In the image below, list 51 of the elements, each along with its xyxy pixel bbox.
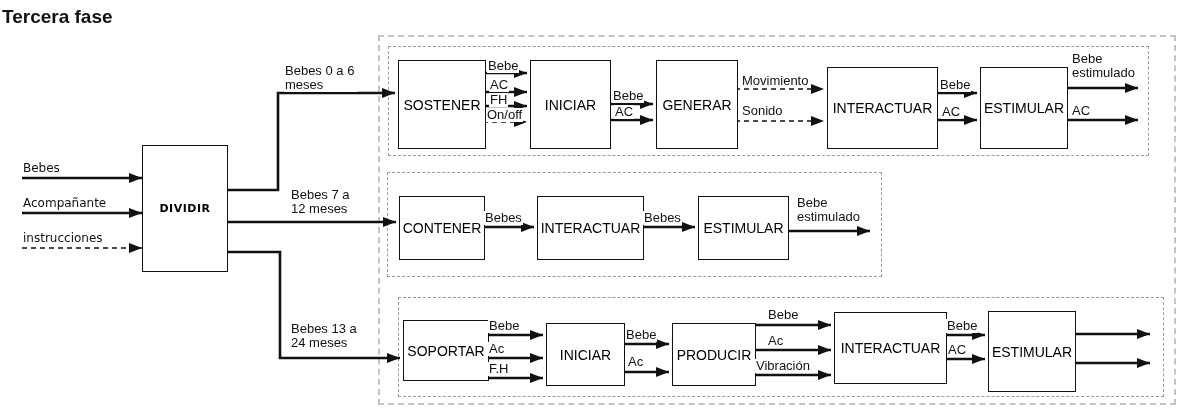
edge-label: Ac — [767, 334, 785, 348]
process-box: PRODUCIR — [672, 323, 756, 386]
edge-label: instrucciones — [22, 231, 104, 245]
edge-label: Bebe — [625, 328, 658, 342]
arrow — [228, 217, 396, 227]
title: Tercera fase — [2, 6, 113, 28]
process-box: SOPORTAR — [403, 320, 489, 381]
edge-label: Ac — [488, 342, 506, 356]
process-box: ESTIMULAR — [698, 196, 789, 260]
edge-label: Bebe — [612, 89, 645, 103]
arrow — [22, 173, 142, 183]
edge-label: Bebes — [643, 211, 682, 225]
edge-label: Bebe — [488, 319, 521, 333]
edge-label: AC — [614, 105, 635, 119]
edge-label: Acompañante — [22, 196, 108, 210]
edge-label: AC — [947, 343, 968, 357]
edge-label: AC — [489, 78, 510, 92]
dashed-arrow — [21, 243, 143, 253]
edge-label: AC — [1071, 104, 1092, 118]
arrow — [228, 250, 400, 363]
edge-label: FH — [489, 93, 509, 107]
edge-label: AC — [941, 105, 962, 119]
process-box: INTERACTUAR — [537, 196, 644, 260]
process-box: DIVIDIR — [142, 145, 228, 272]
edge-label: F.H — [488, 362, 510, 376]
outer-dashed-frame — [378, 35, 1176, 405]
process-box: ESTIMULAR — [988, 311, 1076, 392]
edge-label: Movimiento — [741, 74, 810, 88]
edge-label: Bebes 0 a 6 meses — [284, 64, 358, 92]
edge-label: Ac — [627, 355, 645, 369]
edge-label: Bebes — [484, 211, 523, 225]
process-box: INICIAR — [546, 323, 625, 386]
edge-label: Bebe — [939, 78, 972, 92]
edge-label: On/off — [486, 108, 524, 122]
edge-label: Sonido — [741, 104, 784, 118]
process-box: CONTENER — [399, 196, 485, 260]
edge-label: Bebe — [487, 59, 520, 73]
process-box: GENERAR — [656, 60, 738, 149]
edge-label: Bebe — [767, 308, 800, 322]
process-box: INTERACTUAR — [827, 67, 938, 149]
edge-label: Bebes — [22, 161, 61, 175]
process-box: SOSTENER — [398, 60, 486, 149]
arrow — [228, 88, 395, 192]
arrow — [22, 208, 142, 218]
process-box: INTERACTUAR — [834, 312, 947, 384]
dashed-group-frame — [398, 297, 1164, 397]
edge-label: Bebe — [946, 319, 979, 333]
process-box: ESTIMULAR — [980, 67, 1068, 149]
dashed-group-frame — [388, 46, 1149, 156]
edge-label: Vibración — [755, 359, 811, 373]
process-box: INICIAR — [530, 60, 611, 149]
